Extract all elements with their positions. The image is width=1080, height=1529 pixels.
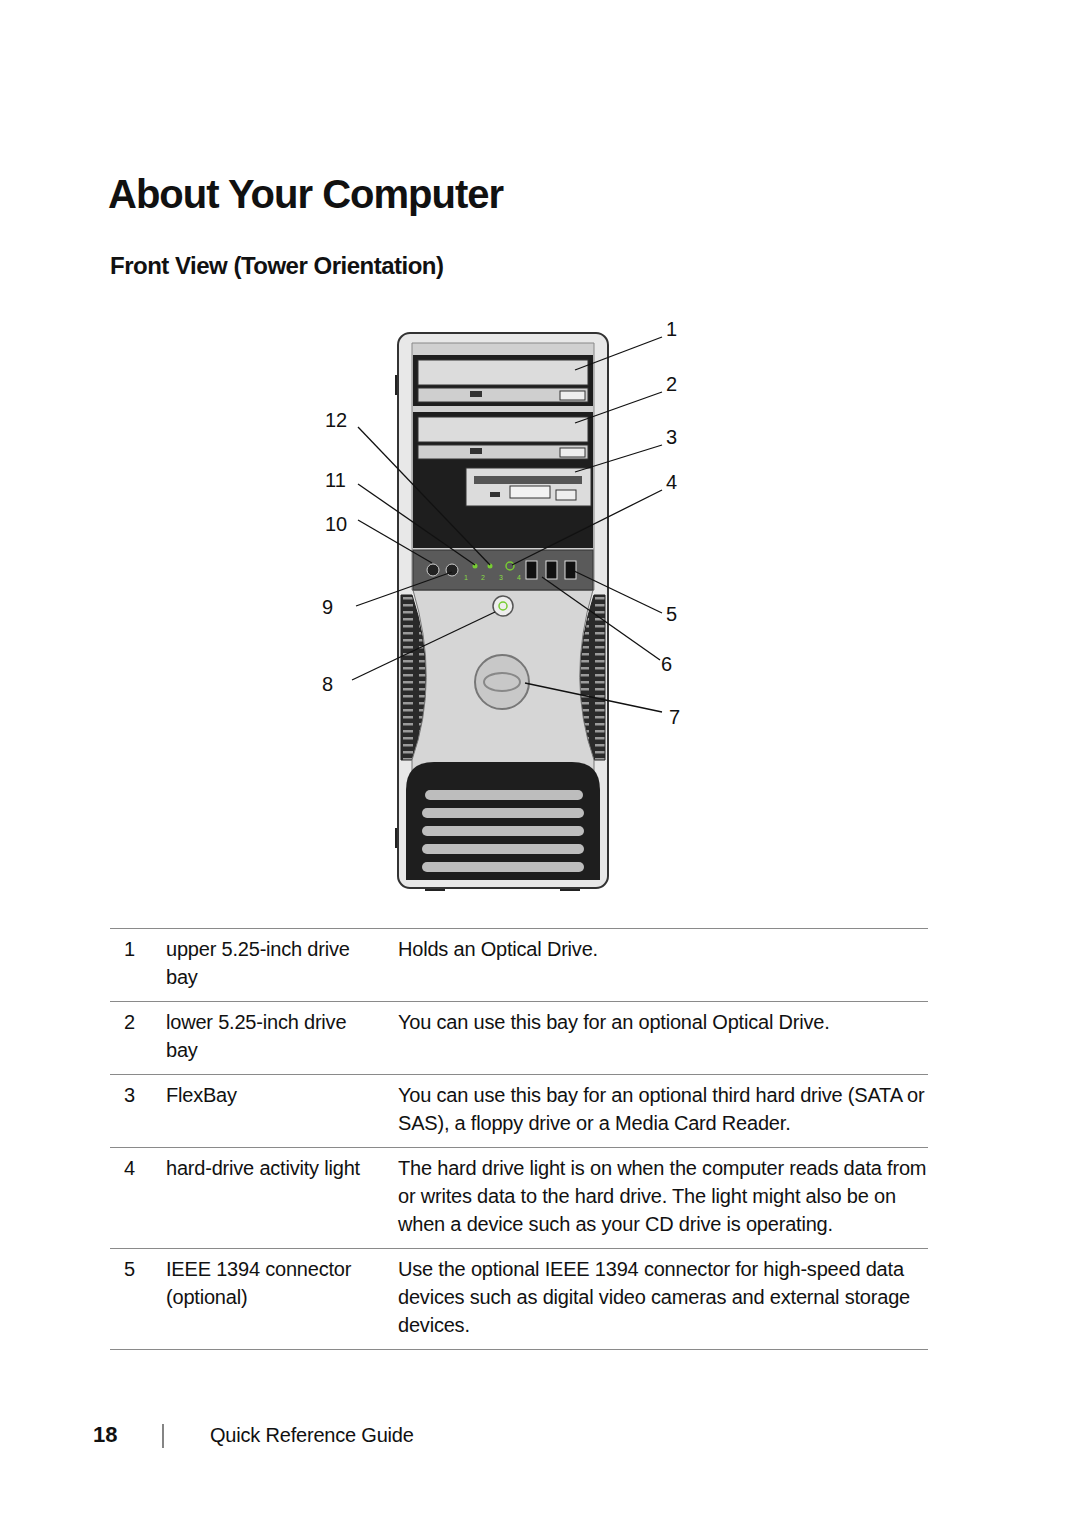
table-cell: 4: [110, 1148, 166, 1249]
led-number: 2: [481, 574, 485, 581]
table-cell: FlexBay: [166, 1075, 398, 1148]
callout-number: 1: [666, 318, 677, 340]
computer-case: [395, 333, 608, 891]
table-row: 5 IEEE 1394 connector (optional) Use the o…: [110, 1249, 928, 1350]
footer-text: Quick Reference Guide: [210, 1424, 414, 1446]
table-description: Use the optional IEEE 1394 connector for…: [398, 1258, 910, 1336]
table-term: hard-drive activity light: [166, 1154, 366, 1182]
callout-number: 3: [666, 426, 677, 448]
callout-number: 6: [661, 653, 672, 675]
table-description: Holds an Optical Drive.: [398, 938, 598, 960]
table-cell: Use the optional IEEE 1394 connector for…: [398, 1249, 928, 1350]
table-row: 3 FlexBay You can use this bay for an opti…: [110, 1075, 928, 1148]
table-cell: hard-drive activity light: [166, 1148, 398, 1249]
footer-rule: [162, 1424, 163, 1448]
table-term: FlexBay: [166, 1081, 366, 1109]
table-term: upper 5.25-inch drive bay: [166, 935, 366, 991]
table-number: 3: [124, 1084, 135, 1106]
legend-table: 1 upper 5.25-inch drive bay Holds an Optic…: [110, 928, 928, 1350]
leader-lines: [352, 337, 662, 712]
table-number: 2: [124, 1011, 135, 1033]
table-row: 2 lower 5.25-inch drive bay You can use th…: [110, 1002, 928, 1075]
table-description: You can use this bay for an optional thi…: [398, 1084, 924, 1134]
table-number: 4: [124, 1157, 135, 1179]
led-number: 3: [499, 574, 503, 581]
callout-number: 2: [666, 373, 677, 395]
table-number: 1: [124, 938, 135, 960]
page-number: 18: [93, 1423, 117, 1447]
drive-bays: [413, 355, 593, 548]
table-description: You can use this bay for an optional Opt…: [398, 1011, 830, 1033]
table-cell: The hard drive light is on when the comp…: [398, 1148, 928, 1249]
table-cell: Holds an Optical Drive.: [398, 929, 928, 1002]
led-number: 4: [517, 574, 521, 581]
table-term: IEEE 1394 connector (optional): [166, 1255, 366, 1311]
table-cell: You can use this bay for an optional Opt…: [398, 1002, 928, 1075]
callout-number: 9: [322, 596, 333, 618]
table-term: lower 5.25-inch drive bay: [166, 1008, 366, 1064]
table-number: 5: [124, 1258, 135, 1280]
section-heading: Front View (Tower Orientation): [110, 253, 443, 279]
table-description: The hard drive light is on when the comp…: [398, 1157, 926, 1235]
callout-number: 10: [325, 513, 347, 535]
table-cell: 5: [110, 1249, 166, 1350]
led-number: 1: [464, 574, 468, 581]
table-row: 1 upper 5.25-inch drive bay Holds an Optic…: [110, 929, 928, 1002]
table-cell: lower 5.25-inch drive bay: [166, 1002, 398, 1075]
table-cell: You can use this bay for an optional thi…: [398, 1075, 928, 1148]
callout-number: 4: [666, 471, 677, 493]
table-row: 4 hard-drive activity light The hard drive…: [110, 1148, 928, 1249]
control-panel: [413, 550, 593, 709]
table-cell: 1: [110, 929, 166, 1002]
table-cell: upper 5.25-inch drive bay: [166, 929, 398, 1002]
table-cell: IEEE 1394 connector (optional): [166, 1249, 398, 1350]
callout-number: 7: [669, 706, 680, 728]
callout-number: 8: [322, 673, 333, 695]
table-cell: 3: [110, 1075, 166, 1148]
callout-number: 5: [666, 603, 677, 625]
front-grille: [406, 762, 600, 880]
page-title: About Your Computer: [108, 172, 503, 216]
table-cell: 2: [110, 1002, 166, 1075]
callout-number: 11: [325, 469, 346, 491]
callout-number: 12: [325, 409, 347, 431]
